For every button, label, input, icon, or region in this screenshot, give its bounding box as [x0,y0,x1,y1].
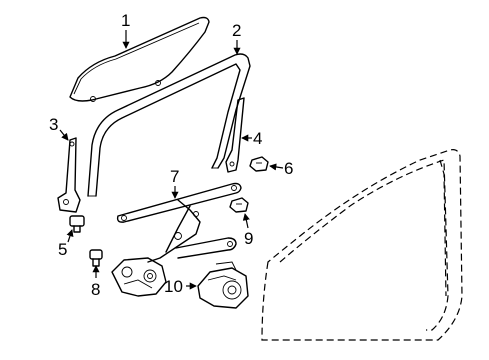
leader-6 [269,163,284,171]
callout-10: 10 [164,277,183,296]
window-motor [197,261,249,309]
leader-3 [59,129,69,141]
callout-3: 3 [49,115,58,134]
callout-7: 7 [170,167,179,186]
bolt-6 [249,156,269,172]
bolt-5 [69,215,85,233]
bolt-8 [89,249,103,267]
callout-8: 8 [91,280,100,299]
glass-run-channel [87,53,251,197]
callout-9: 9 [244,229,253,248]
regulator-motor [111,257,167,297]
door-outline [261,149,463,341]
callout-5: 5 [58,240,67,259]
leader-9 [242,213,250,229]
lower-frame-front [225,97,245,173]
door-glass [69,16,210,102]
callout-6: 6 [284,159,293,178]
lower-frame-rear [57,137,81,213]
callout-4: 4 [253,129,262,148]
window-regulator [116,182,242,263]
callout-2: 2 [232,21,241,40]
bolt-9 [229,197,249,213]
leader-5 [66,229,74,243]
callout-1: 1 [121,11,130,30]
